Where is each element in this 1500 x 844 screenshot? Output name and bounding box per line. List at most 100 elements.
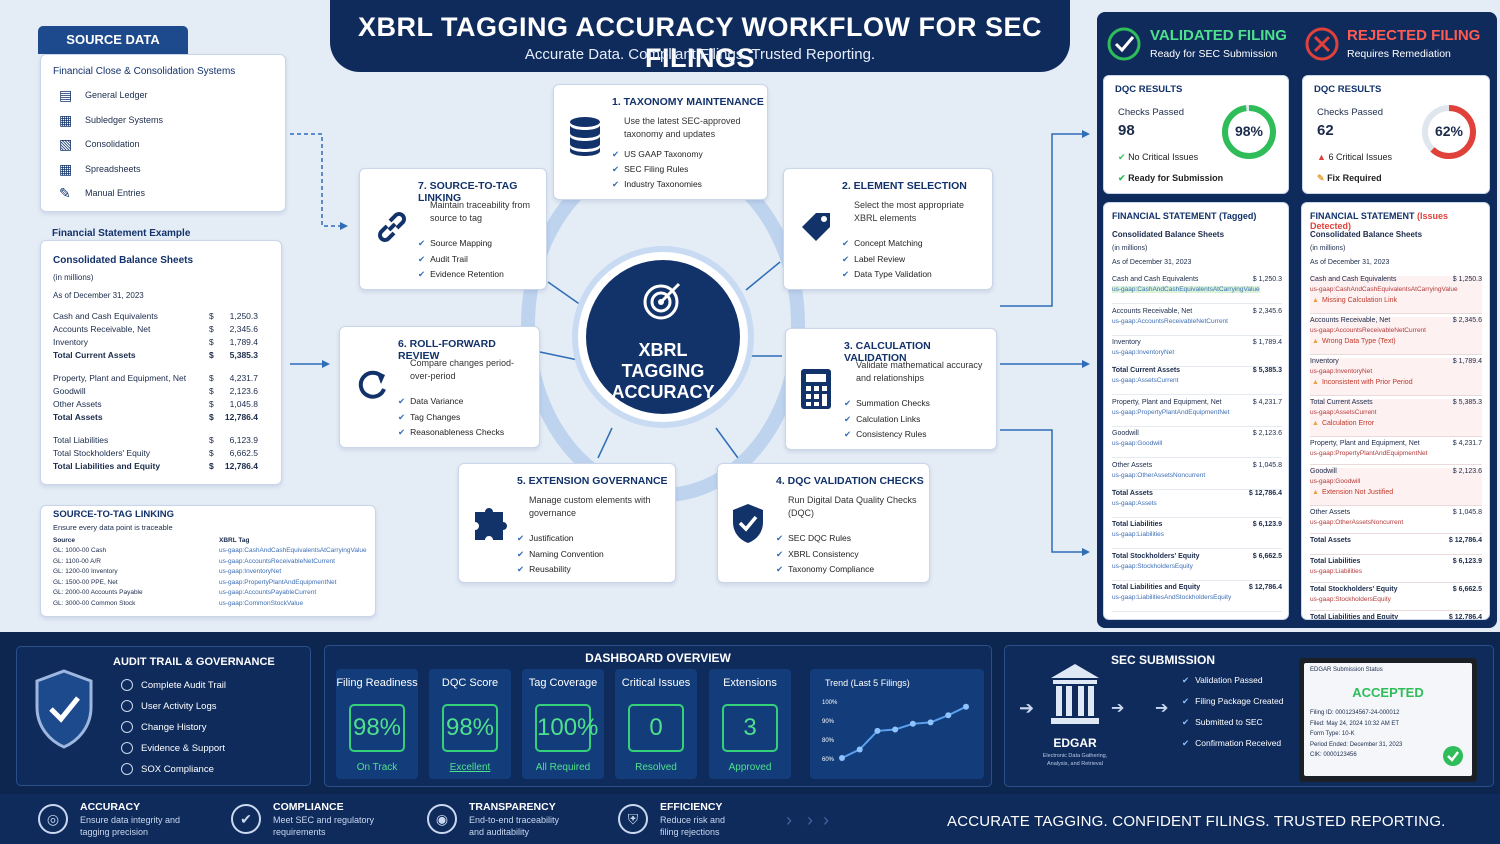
check-icon: ✔ [398,396,406,406]
trend-point [945,712,952,719]
check-icon: ✔ [398,411,406,422]
step-check-label: Summation Checks [856,398,930,408]
validated-line2: Ready for Submission [1128,173,1224,183]
status-detail: Filing ID: 0001234567-24-000012 [1310,710,1400,716]
audit-item: Change History [121,717,306,738]
validated-checks-value: 98 [1118,122,1135,139]
fs-example-title: Financial Statement Example [52,228,191,239]
rejected-row-label: Total Assets [1310,537,1351,544]
fs-row-label: Accounts Receivable, Net [53,324,151,334]
system-label: Manual Entries [85,188,146,198]
rejected-dqc-card: DQC RESULTS Checks Passed 62 62% ▲ 6 Cri… [1302,75,1490,194]
step-check-item: ✔XBRL Consistency [776,547,859,563]
tagged-row-label: Other Assets [1112,461,1153,469]
fs-row-label: Goodwill [53,386,86,396]
step-check-item: ✔ Taxonomy Compliance [776,562,874,578]
rejected-fs-card: FINANCIAL STATEMENT (Issues Detected) Co… [1301,202,1490,620]
rejected-row-label: Goodwill [1310,468,1337,475]
database-icon [566,115,604,162]
issue-note: ▲Wrong Data Type (Text) [1312,338,1396,345]
fs-row: Total Liabilities$6,123.9 [53,435,258,447]
audit-item-icon [121,763,133,776]
step-description: Maintain traceability from source to tag [430,200,531,223]
arrow-right-icon: ➔ [1111,700,1125,717]
fs-row: Cash and Cash Equivalents$1,250.3 [53,311,258,323]
rejected-header: REJECTED FILING Requires Remediation [1300,20,1490,70]
warning-icon: ▲ [1312,420,1319,427]
shield-check-icon [35,669,93,749]
fs-row-currency: $ [209,311,214,321]
linking-tag: us-gaap:CashAndCashEquivalentsAtCarrying… [219,547,367,554]
rejected-row-label: Property, Plant and Equipment, Net [1310,440,1420,447]
kpi-value: 3 [722,704,778,752]
rejected-score-label: 62% [1434,123,1464,139]
rejected-subtitle: Requires Remediation [1347,48,1451,60]
sec-step-label: Validation Passed [1195,675,1263,685]
step-check-item: ✔Audit Trail [418,252,468,268]
pillar-line2: filing rejections [660,827,720,837]
sec-step-label: Confirmation Received [1195,738,1282,748]
refresh-icon [352,365,392,410]
fs-row-value: 1,250.3 [229,311,258,321]
fs-row-currency: $ [209,373,214,383]
calculator-icon [798,367,834,416]
arrow-right-icon: ➔ [1019,698,1035,718]
check-icon: ✔ [612,149,620,159]
rejected-row-label: Accounts Receivable, Net [1310,317,1391,324]
kpi-status: All Required [535,762,591,773]
edgar-sub1: Electronic Data Gathering, [1042,753,1108,759]
check-icon: ✔ [776,564,784,574]
fs-row-currency: $ [209,448,214,458]
transparency-icon: ◉ [427,804,457,834]
tagged-row-value: $ 6,662.5 [1252,552,1282,560]
check-icon: ✔ [776,548,784,559]
audit-item-label: Evidence & Support [141,743,225,754]
step-check-label: Reusability [529,564,571,574]
rejected-row-tag: us-gaap:AssetsCurrent [1310,409,1377,416]
trend-ytick: 90% [822,719,835,725]
tagged-row-tag: us-gaap:Assets [1112,499,1157,507]
linking-source: GL: 1000-00 Cash [53,547,107,554]
audit-panel: AUDIT TRAIL & GOVERNANCE Complete Audit … [16,646,311,786]
trend-point [856,746,863,753]
kpi-value: 98% [442,704,498,752]
fs-example-units: (in millions) [53,273,94,282]
step-check-label: Naming Convention [529,548,604,559]
fs-row-currency: $ [209,412,214,422]
warning-icon: ▲ [1312,379,1319,386]
trend-point [909,720,916,727]
validated-line1: No Critical Issues [1128,152,1199,162]
step-check-item: ✔Evidence Retention [418,267,504,283]
rejected-row-label: Total Current Assets [1310,399,1373,406]
fs-row-label: Total Liabilities and Equity [53,461,161,471]
rejected-row-value: $ 4,231.7 [1452,440,1482,447]
rejected-row-tag: us-gaap:InventoryNet [1310,368,1373,375]
tagged-row-value: $ 2,123.6 [1252,430,1282,437]
check-icon: ✔ [844,429,852,439]
linking-subtitle: Ensure every data point is traceable [53,523,173,532]
step-check-label: Taxonomy Compliance [788,564,875,574]
step-title: 5. EXTENSION GOVERNANCE [517,475,668,487]
fs-row-value: 12,786.4 [224,461,258,471]
fs-row: Other Assets$1,045.8 [53,399,258,411]
tagged-row-label: Total Liabilities and Equity [1112,584,1201,591]
issue-text: Wrong Data Type (Text) [1321,338,1396,345]
tagged-row-tag: us-gaap:Liabilities [1112,531,1165,538]
issue-text: Missing Calculation Link [1321,297,1398,304]
pillar-line1: End-to-end traceability [469,815,560,825]
check-icon: ✔ [1118,152,1126,162]
linking-row: GL: 1000-00 Cash us-gaap:CashAndCashEquiv… [53,547,373,557]
